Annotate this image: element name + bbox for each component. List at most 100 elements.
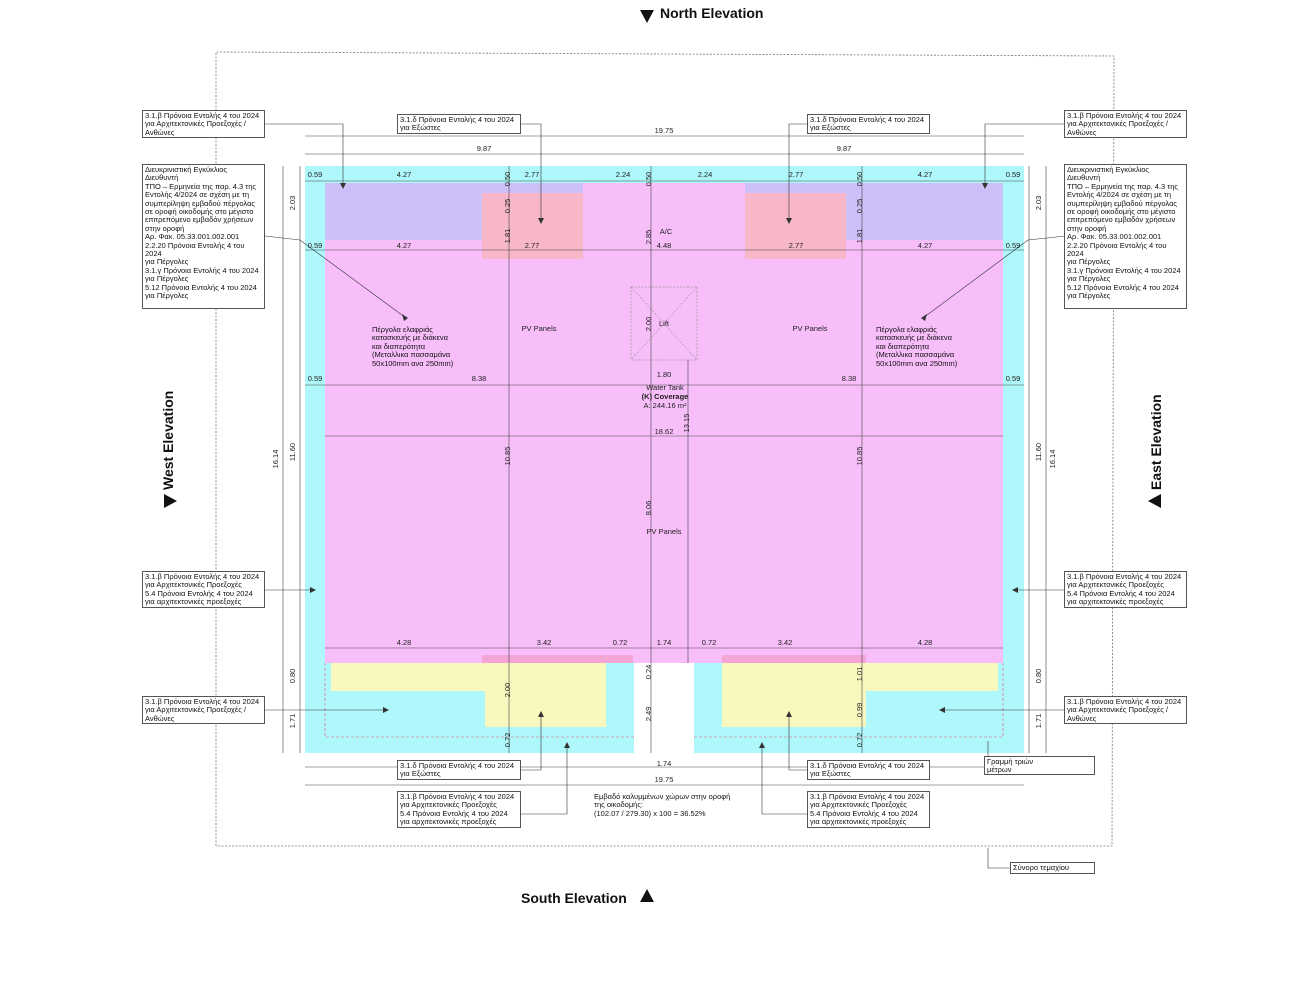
dim-row1-edge-right: 0.59	[1006, 170, 1021, 179]
dim-row4-d: 1.74	[657, 638, 672, 647]
dim-row4-c-left: 0.72	[613, 638, 628, 647]
dim-1862: 18.62	[655, 427, 674, 436]
dim-v080-left: 0.80	[288, 669, 297, 684]
note-three-metre-line: Γραμμή τριών μέτρων	[984, 756, 1095, 775]
yellow-zone-right	[722, 663, 998, 727]
note-mid-left-projections: 3.1.β Πρόνοια Εντολής 4 του 2024 για Αρχ…	[142, 571, 265, 608]
dim-bottom-total: 19.75	[655, 775, 674, 784]
dim-v285: 2.85	[644, 230, 653, 245]
pv-panels-right-label: PV Panels	[792, 324, 827, 333]
lift-label: Lift	[659, 319, 670, 328]
note-left-circular: Διευκρινιστική Εγκύκλιος Διευθυντή ΤΠΟ –…	[142, 164, 265, 309]
note-top-delta-left: 3.1.δ Πρόνοια Εντολής 4 του 2024 για Εξώ…	[397, 114, 521, 134]
dim-v171-left: 1.71	[288, 714, 297, 729]
dim-top-half-left: 9.87	[477, 144, 492, 153]
strip-right	[722, 655, 866, 663]
dim-row2-c: 4.48	[657, 241, 672, 250]
dim-row1-c-left: 2.24	[616, 170, 631, 179]
dim-v203-right: 2.03	[1034, 196, 1043, 211]
dim-v099: 0.99	[855, 703, 864, 718]
dim-top-total: 19.75	[655, 126, 674, 135]
dim-v171-right: 1.71	[1034, 714, 1043, 729]
three-metre-line-right	[694, 663, 1004, 738]
dim-v1160-left: 11.60	[288, 443, 297, 461]
dim-v249: 2.49	[644, 707, 653, 722]
dim-row1-b-left: 2.77	[525, 170, 540, 179]
dim-v025-right: 0.25	[855, 199, 864, 214]
lift-shaft	[630, 286, 698, 361]
dim-row2-edge-left: 0.59	[308, 241, 323, 250]
coverage-calculation-note: Εμβαδό καλυμμένων χώρων στην οροφή της ο…	[594, 792, 731, 818]
dim-lift-180: 1.80	[657, 370, 672, 379]
note-bottom-projections-right: 3.1.β Πρόνοια Εντολής 4 του 2024 για Αρχ…	[807, 791, 930, 828]
note-top-left-balcony: 3.1.β Πρόνοια Εντολής 4 του 2024 για Αρχ…	[142, 110, 265, 138]
dim-row1-edge-left: 0.59	[308, 170, 323, 179]
dim-row1-b-right: 2.77	[789, 170, 804, 179]
dim-row2-a-left: 4.27	[397, 241, 412, 250]
dim-v1614-left: 16.14	[271, 450, 280, 469]
pergola-left-label: Πέργολα ελαφριάς κατασκευής με διάκενα κ…	[372, 325, 454, 368]
dim-v072-left: 0.72	[503, 733, 512, 748]
note-bottom-right-balcony: 3.1.β Πρόνοια Εντολής 4 του 2024 για Αρχ…	[1064, 696, 1187, 724]
note-plot-boundary: Σύνορο τεμαχίου	[1010, 862, 1095, 874]
arrowheads	[310, 183, 1018, 748]
dim-row2-b-right: 2.77	[789, 241, 804, 250]
dim-row4-c-right: 0.72	[702, 638, 717, 647]
dim-v050-left: 0.50	[503, 172, 512, 187]
dim-v203-left: 2.03	[288, 196, 297, 211]
dim-top-half-right: 9.87	[837, 144, 852, 153]
stair-gap	[634, 663, 694, 754]
dim-row2-edge-right: 0.59	[1006, 241, 1021, 250]
roof-area	[325, 183, 1003, 663]
ac-label: A/C	[660, 227, 673, 236]
dim-row4-b-right: 3.42	[778, 638, 793, 647]
note-bottom-projections-left: 3.1.β Πρόνοια Εντολής 4 του 2024 για Αρχ…	[397, 791, 521, 828]
balcony-box-left	[482, 193, 583, 259]
south-arrow-icon	[640, 889, 654, 902]
dim-v080-right: 0.80	[1034, 669, 1043, 684]
note-bottom-delta-right: 3.1.δ Πρόνοια Εντολής 4 του 2024 για Εξώ…	[807, 760, 930, 780]
dim-row3-a-right: 8.38	[842, 374, 857, 383]
dim-v1085-left: 10.85	[503, 447, 512, 466]
yellow-zone-left	[331, 663, 606, 727]
leader-lines	[264, 123, 1067, 869]
dim-row1-a-left: 4.27	[397, 170, 412, 179]
dim-v024: 0.24	[644, 665, 653, 680]
dim-row1-a-right: 4.27	[918, 170, 933, 179]
note-bottom-delta-left: 3.1.δ Πρόνοια Εντολής 4 του 2024 για Εξώ…	[397, 760, 521, 780]
note-bottom-left-balcony: 3.1.β Πρόνοια Εντολής 4 του 2024 για Αρχ…	[142, 696, 265, 724]
dim-v1315: 13.15	[682, 414, 691, 433]
dim-v1160-right: 11.60	[1034, 443, 1043, 461]
dim-v050-center: 0.50	[644, 172, 653, 187]
dim-v1085-right: 10.85	[855, 447, 864, 466]
dim-row2-a-right: 4.27	[918, 241, 933, 250]
note-top-delta-right: 3.1.δ Πρόνοια Εντολής 4 του 2024 για Εξώ…	[807, 114, 930, 134]
coverage-label: (K) Coverage	[642, 392, 689, 401]
dim-v181-right: 1.81	[855, 229, 864, 244]
dim-lift-200: 2.00	[644, 317, 653, 332]
dim-v101: 1.01	[855, 667, 864, 682]
area-label: A: 244.16 m²	[644, 401, 687, 410]
dim-v806: 8.06	[644, 501, 653, 516]
strip-left	[482, 655, 633, 663]
dim-row4-a-right: 4.28	[918, 638, 933, 647]
east-arrow-icon	[1148, 494, 1161, 508]
dim-row1-c-right: 2.24	[698, 170, 713, 179]
note-top-right-balcony: 3.1.β Πρόνοια Εντολής 4 του 2024 για Αρχ…	[1064, 110, 1187, 138]
balcony-box-right	[745, 193, 846, 259]
dim-row3-edge-left: 0.59	[308, 374, 323, 383]
dim-v025-left: 0.25	[503, 199, 512, 214]
south-elevation-title: South Elevation	[521, 890, 627, 906]
note-mid-right-projections: 3.1.β Πρόνοια Εντολής 4 του 2024 για Αρχ…	[1064, 571, 1187, 608]
dim-row4-b-left: 3.42	[537, 638, 552, 647]
dim-v050-right: 0.50	[855, 172, 864, 187]
dim-row2-b-left: 2.77	[525, 241, 540, 250]
water-tank-label: Water Tank	[646, 383, 684, 392]
dim-v181-left: 1.81	[503, 229, 512, 244]
pv-panels-left-label: PV Panels	[521, 324, 556, 333]
west-elevation-title: West Elevation	[160, 390, 176, 490]
dim-v072-right: 0.72	[855, 733, 864, 748]
dim-row3-edge-right: 0.59	[1006, 374, 1021, 383]
pv-panels-center-label: PV Panels	[646, 527, 681, 536]
